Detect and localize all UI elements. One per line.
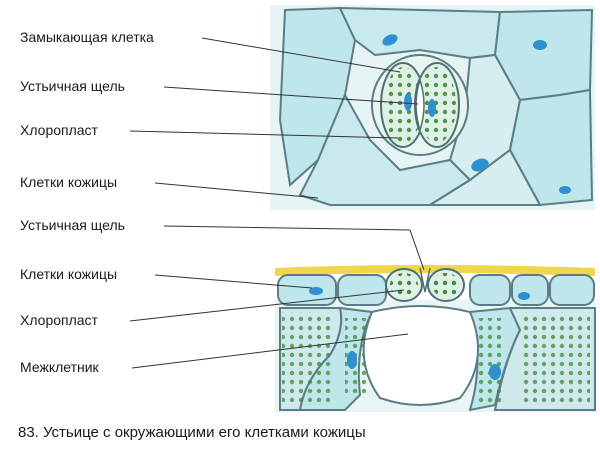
- epidermal-cell: [337, 274, 387, 306]
- stomatal-pore: [419, 267, 431, 293]
- label-stomatal-pore-bottom: Устьичная щель: [20, 217, 125, 233]
- epidermal-cell: [298, 92, 472, 206]
- top-view-epidermis: [270, 5, 595, 210]
- epidermal-cell: [277, 274, 337, 306]
- cuticle: [275, 265, 595, 276]
- nucleus: [518, 292, 530, 300]
- label-guard-cell: Замыкающая клетка: [20, 29, 154, 45]
- label-epidermal-cells-bottom: Клетки кожицы: [20, 266, 118, 282]
- nucleus: [489, 364, 501, 380]
- nucleus: [533, 40, 547, 50]
- guard-cell-nucleus: [428, 99, 436, 117]
- intercellular-space: [362, 305, 479, 406]
- guard-cell-nucleus: [404, 93, 412, 111]
- label-chloroplast-bottom: Хлоропласт: [20, 312, 98, 328]
- nucleus: [382, 34, 398, 46]
- epidermal-cell: [549, 274, 595, 306]
- label-stomatal-pore-top: Устьичная щель: [20, 78, 125, 94]
- label-chloroplast-top: Хлоропласт: [20, 122, 98, 138]
- nucleus: [309, 287, 323, 295]
- label-intercellular-space: Межклетник: [20, 359, 99, 375]
- nucleus: [347, 351, 357, 369]
- nucleus: [559, 186, 571, 194]
- stomatal-pore: [415, 77, 425, 133]
- epidermal-cell: [469, 274, 511, 306]
- cross-section: [275, 265, 596, 412]
- epidermal-cell: [511, 274, 549, 306]
- label-epidermal-cells-top: Клетки кожицы: [20, 174, 118, 190]
- nucleus: [471, 158, 489, 172]
- figure-caption: 83. Устьице с окружающими его клетками к…: [18, 424, 366, 441]
- leader-lines: [129, 37, 425, 369]
